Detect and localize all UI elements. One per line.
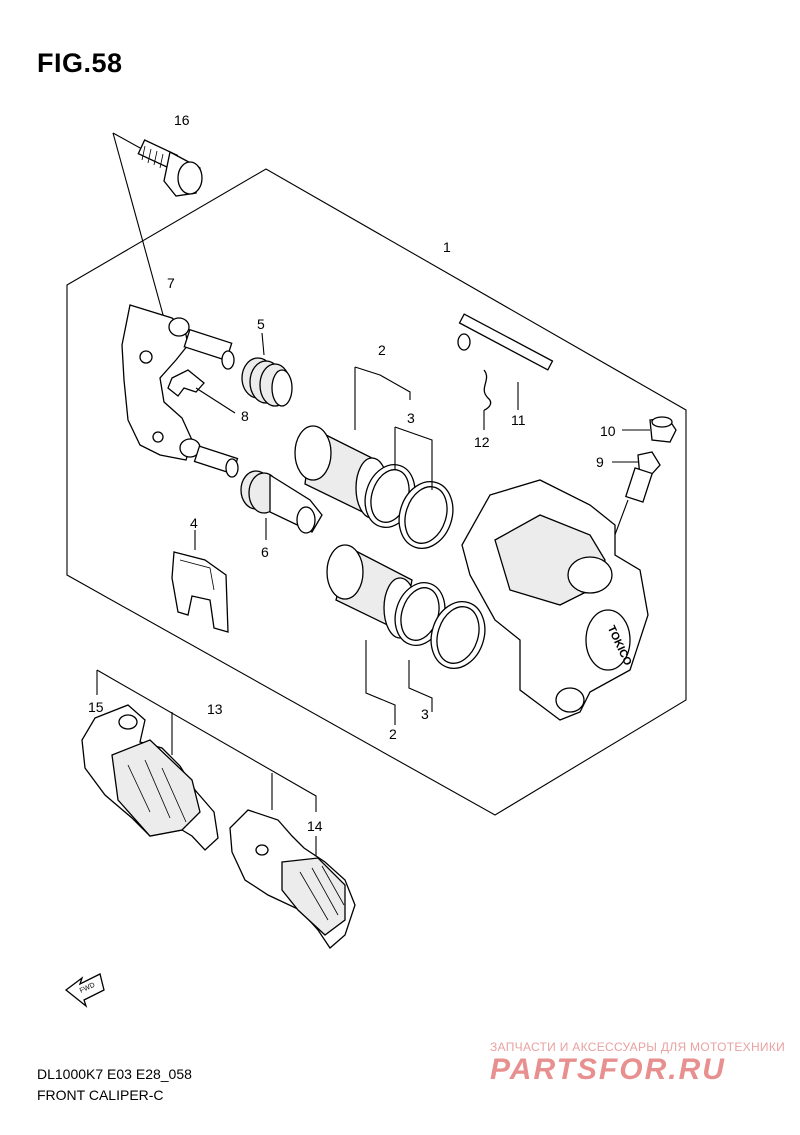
slide-pin-part-6[interactable] — [240, 470, 323, 540]
caliper-bracket-part-7[interactable] — [121, 304, 239, 478]
brake-pad-part-15[interactable] — [81, 704, 219, 851]
callout-5[interactable]: 5 — [257, 316, 265, 332]
bleeder-cap-part-10[interactable] — [622, 416, 677, 443]
callout-3-upper[interactable]: 3 — [407, 410, 415, 426]
callout-16[interactable]: 16 — [174, 112, 190, 128]
pad-pin-part-11[interactable] — [457, 313, 554, 410]
section-name-caption: FRONT CALIPER-C — [37, 1087, 164, 1103]
figure-title: FIG.58 — [37, 48, 123, 78]
callout-bracket-lines — [354, 366, 433, 725]
assembly-boundary — [66, 168, 687, 816]
forward-direction-arrow: FWD — [64, 973, 105, 1008]
callout-9[interactable]: 9 — [596, 454, 604, 470]
watermark-tagline: ЗАПЧАСТИ И АКСЕССУАРЫ ДЛЯ МОТОТЕХНИКИ — [490, 1040, 786, 1054]
callout-7[interactable]: 7 — [167, 275, 175, 291]
callout-15[interactable]: 15 — [88, 699, 104, 715]
callout-8[interactable]: 8 — [241, 408, 249, 424]
lower-seal-part-3[interactable] — [387, 576, 493, 675]
callout-4[interactable]: 4 — [190, 515, 198, 531]
rubber-boot-part-5[interactable] — [241, 332, 293, 407]
callout-14[interactable]: 14 — [307, 818, 323, 834]
model-code-caption: DL1000K7 E03 E28_058 — [37, 1066, 192, 1082]
callout-3-lower[interactable]: 3 — [421, 706, 429, 722]
callout-2-upper[interactable]: 2 — [378, 342, 386, 358]
pad-spring-part-4[interactable] — [171, 530, 229, 633]
bolt-part-16[interactable] — [112, 132, 203, 323]
bleeder-screw-part-9[interactable] — [609, 451, 661, 549]
brake-pad-part-14[interactable] — [229, 809, 356, 949]
callout-6[interactable]: 6 — [261, 544, 269, 560]
caliper-body-part-1[interactable]: TOKICO — [461, 479, 649, 721]
callout-10[interactable]: 10 — [600, 423, 616, 439]
callout-12[interactable]: 12 — [474, 434, 490, 450]
callout-11[interactable]: 11 — [511, 412, 526, 428]
callout-2-lower[interactable]: 2 — [389, 726, 397, 742]
callout-1[interactable]: 1 — [443, 239, 451, 255]
callout-13[interactable]: 13 — [207, 701, 223, 717]
pin-clip-part-12[interactable] — [483, 369, 492, 430]
upper-seal-part-3[interactable] — [357, 458, 461, 555]
watermark-logo: PARTSFOR.RU — [490, 1053, 726, 1086]
spring-clip-part-8[interactable] — [167, 369, 236, 414]
